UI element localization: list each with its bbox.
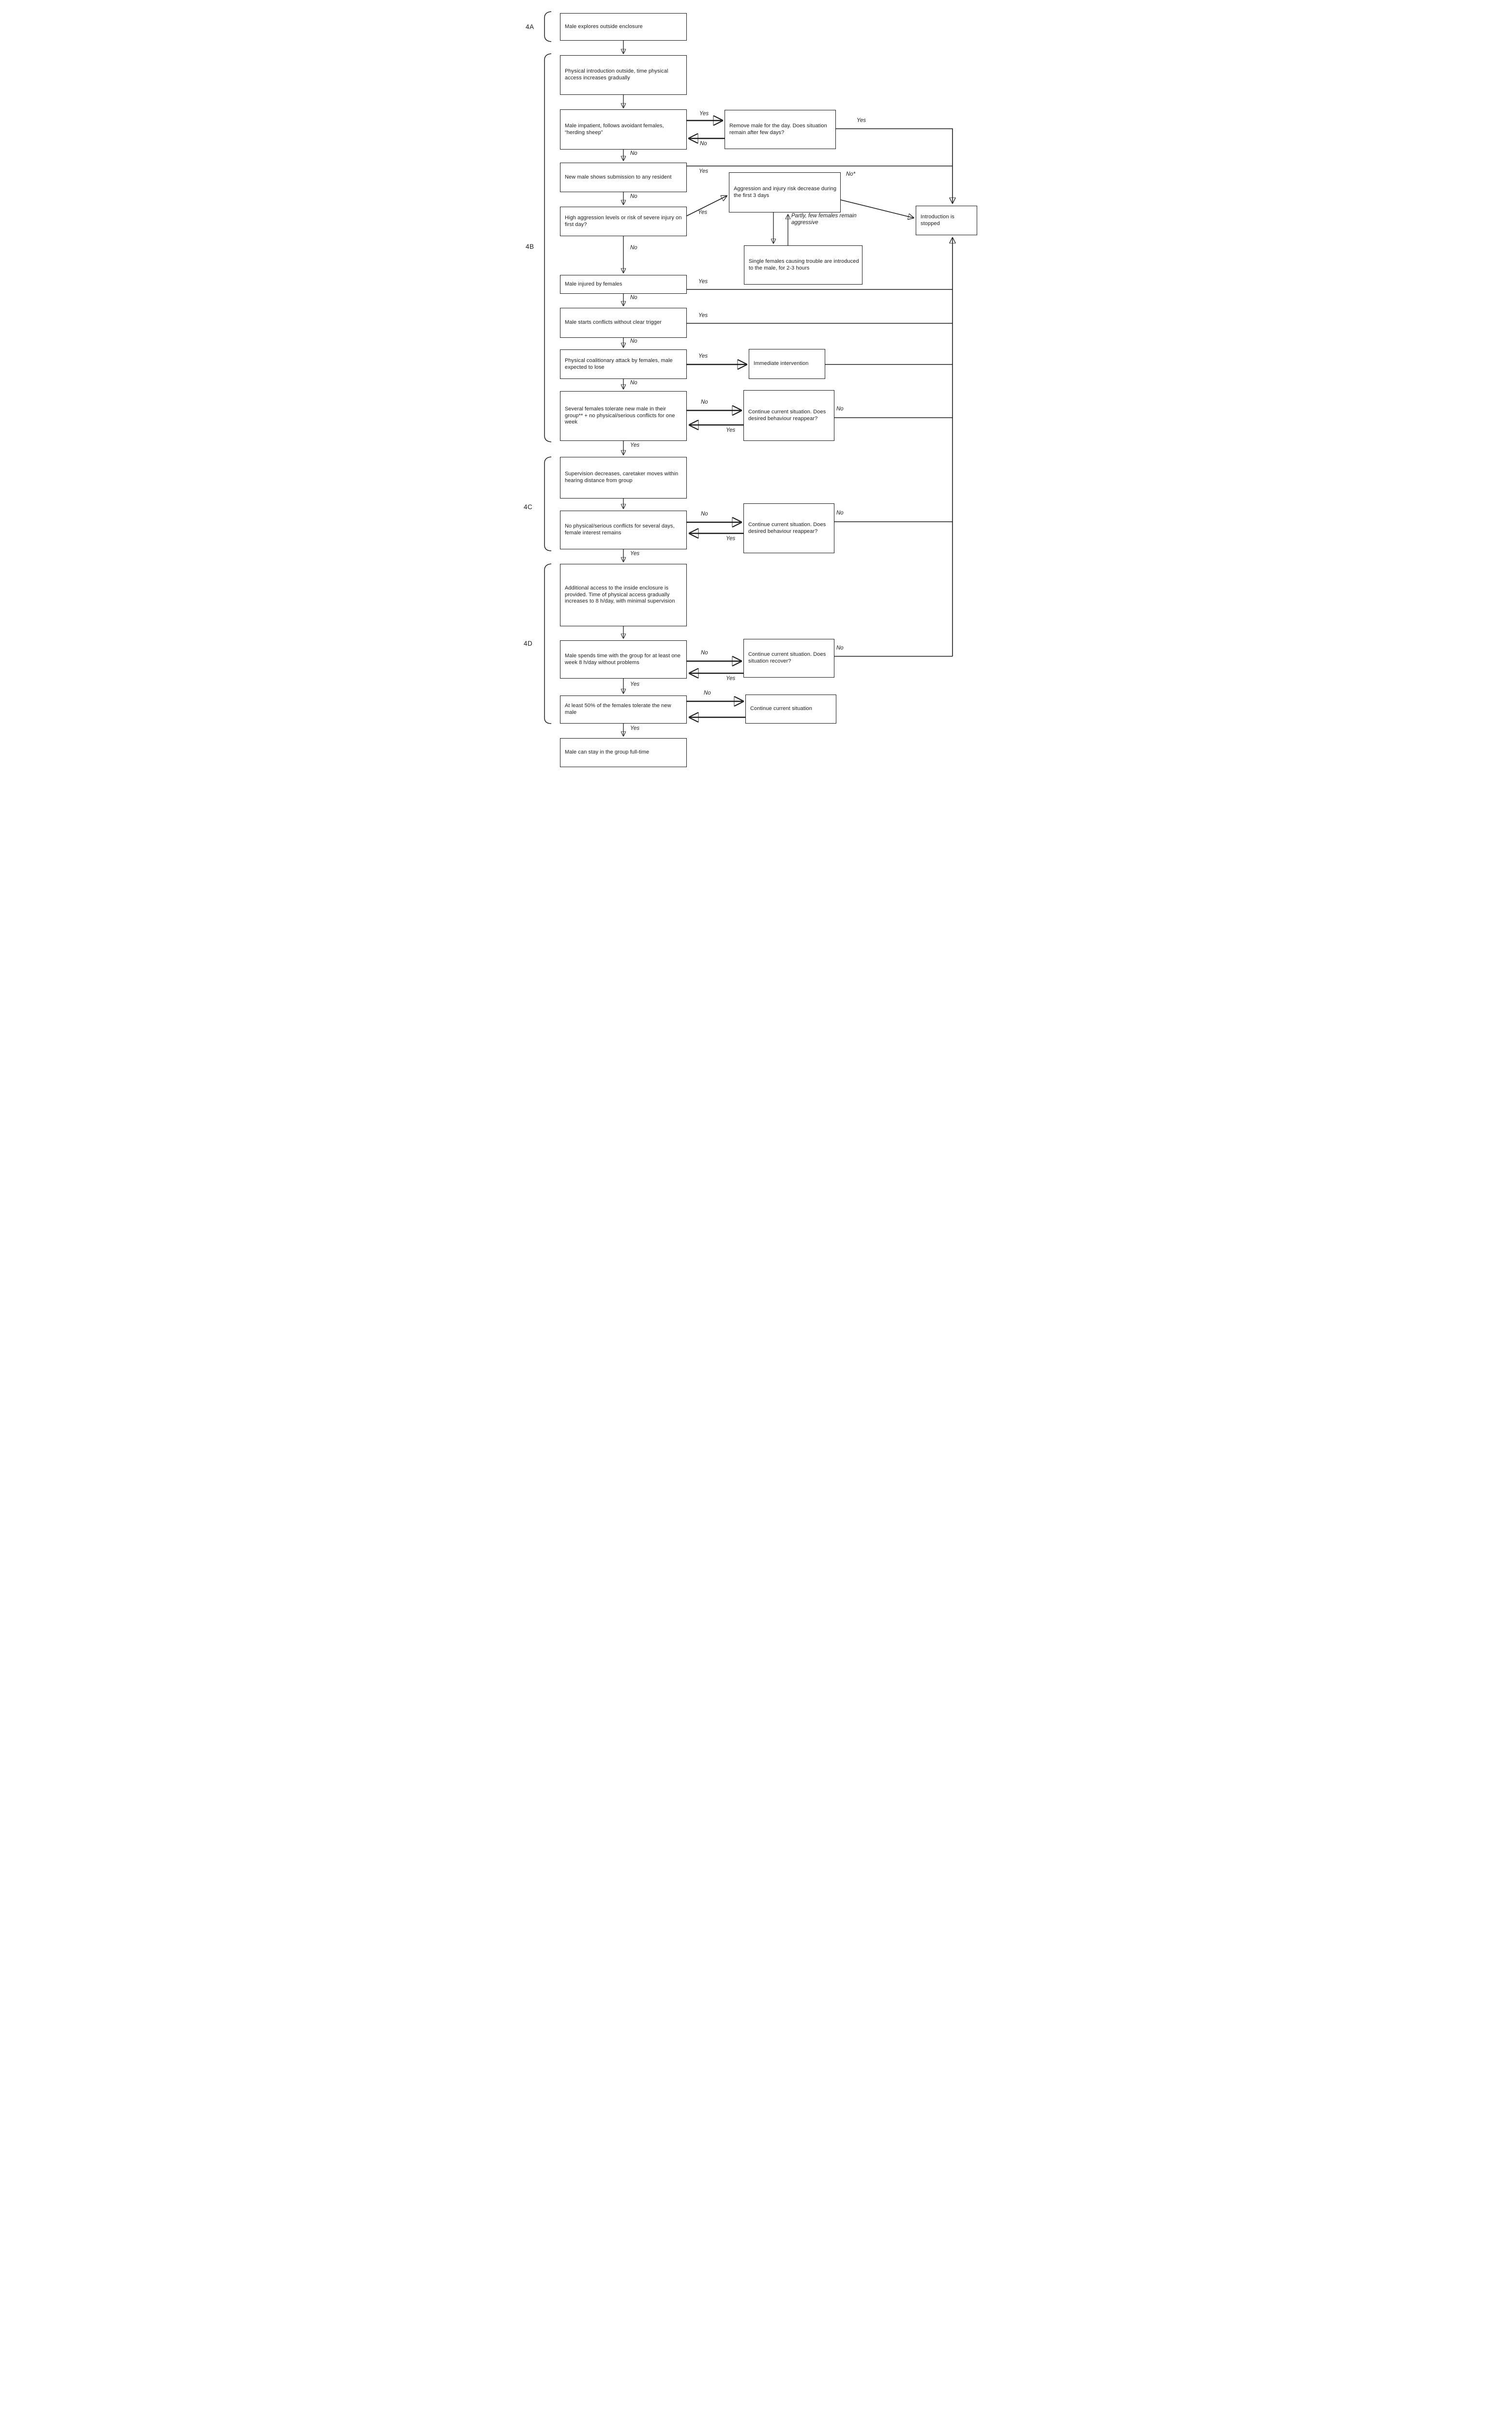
edge-label-yes: Yes [630,726,640,731]
step-immediate-intervention: Immediate intervention [749,349,825,379]
edge-label-no: No [836,406,844,412]
step-females-tolerate-week: Several females tolerate new male in the… [560,391,687,441]
edge-label-no: No [701,511,708,517]
edge-label-no: No [701,399,708,405]
edge-label-no: No [701,650,708,656]
step-text: Remove male for the day. Does situation … [729,122,827,136]
edge-label-no-star: No* [846,171,856,177]
step-male-impatient: Male impatient, follows avoidant females… [560,109,687,150]
step-text: Male starts conflicts without clear trig… [565,319,662,326]
section-label-4d: 4D [524,640,533,647]
step-text: Single females causing trouble are intro… [749,258,859,271]
step-text: Male can stay in the group full-time [565,749,650,756]
step-continue-reappear-2: Continue current situation. Does desired… [743,503,834,553]
step-physical-introduction: Physical introduction outside, time phys… [560,55,687,95]
edge-label-yes: Yes [698,210,708,215]
step-continue-current: Continue current situation [745,695,836,724]
step-single-females: Single females causing trouble are intro… [744,245,862,285]
step-text: At least 50% of the females tolerate the… [565,703,671,715]
step-text: Introduction is stopped [921,213,954,227]
edge-label-partly: Partly, few females remain aggressive [791,213,857,226]
step-continue-recover: Continue current situation. Does situati… [743,639,834,678]
step-text: Several females tolerate new male in the… [565,406,675,425]
edge-label-yes: Yes [699,111,709,117]
step-text: Male explores outside enclosure [565,23,643,30]
section-label-4a: 4A [526,23,534,30]
edge-label-yes: Yes [699,168,709,174]
step-male-can-stay: Male can stay in the group full-time [560,738,687,767]
edge-label-no: No [630,295,637,301]
edge-label-no: No [700,141,707,147]
step-text: High aggression levels or risk of severe… [565,214,682,227]
edge-label-yes: Yes [726,676,736,681]
edge-label-no: No [836,645,844,651]
edge-label-no: No [630,338,637,344]
edge-label-yes: Yes [630,442,640,448]
edge-label-yes: Yes [630,551,640,557]
step-text: Male injured by females [565,281,622,287]
edge-label-yes: Yes [857,118,866,123]
step-text: Male spends time with the group for at l… [565,652,680,666]
section-bracket-4c [544,456,552,551]
step-male-spends-time: Male spends time with the group for at l… [560,640,687,679]
step-no-conflicts-days: No physical/serious conflicts for severa… [560,511,687,549]
step-aggression-decrease: Aggression and injury risk decrease duri… [729,172,841,212]
edge-label-yes: Yes [698,279,708,285]
edge-label-no: No [630,245,637,251]
edge-label-no: No [630,194,637,199]
edge-label-yes: Yes [726,427,736,433]
step-new-male-submission: New male shows submission to any residen… [560,163,687,192]
step-high-aggression: High aggression levels or risk of severe… [560,207,687,236]
step-text: Supervision decreases, caretaker moves w… [565,471,679,484]
step-additional-access: Additional access to the inside enclosur… [560,564,687,626]
step-text: Additional access to the inside enclosur… [565,585,675,605]
edge-label-yes: Yes [698,353,708,359]
step-text: Immediate intervention [754,361,809,367]
step-text: Physical coalitionary attack by females,… [565,357,673,370]
edge-label-no: No [630,151,637,156]
edge-label-no: No [630,380,637,386]
edge-label-no: No [836,510,844,516]
section-bracket-4a [544,11,552,42]
section-label-4c: 4C [524,503,533,511]
step-text: Aggression and injury risk decrease duri… [734,185,837,198]
step-text: Physical introduction outside, time phys… [565,68,668,81]
edge-label-yes: Yes [630,681,640,687]
section-bracket-4d [544,563,552,724]
flow-arrows-layer [544,11,993,773]
step-text: Continue current situation. Does situati… [748,651,826,664]
step-half-females-tolerate: At least 50% of the females tolerate the… [560,696,687,724]
step-supervision-decreases: Supervision decreases, caretaker moves w… [560,457,687,499]
flowchart-male-introduction: 4A 4B 4C 4D Male explores outside enclos… [519,0,993,773]
step-remove-male: Remove male for the day. Does situation … [725,110,836,149]
edge-label-yes: Yes [698,313,708,318]
section-label-4b: 4B [526,243,534,250]
step-introduction-stopped: Introduction is stopped [916,206,977,235]
step-coalitionary-attack: Physical coalitionary attack by females,… [560,349,687,379]
step-text: Continue current situation. Does desired… [748,521,826,534]
step-male-injured: Male injured by females [560,275,687,294]
step-text: New male shows submission to any residen… [565,174,672,180]
step-continue-reappear-1: Continue current situation. Does desired… [743,390,834,441]
edge-label-yes: Yes [726,536,736,542]
step-text: Male impatient, follows avoidant females… [565,122,664,136]
edge-label-no: No [704,690,711,696]
section-bracket-4b [544,53,552,442]
step-text: No physical/serious conflicts for severa… [565,523,675,536]
step-text: Continue current situation [750,706,812,712]
step-text: Continue current situation. Does desired… [748,408,826,422]
step-male-starts-conflicts: Male starts conflicts without clear trig… [560,308,687,338]
step-male-explores: Male explores outside enclosure [560,13,687,41]
